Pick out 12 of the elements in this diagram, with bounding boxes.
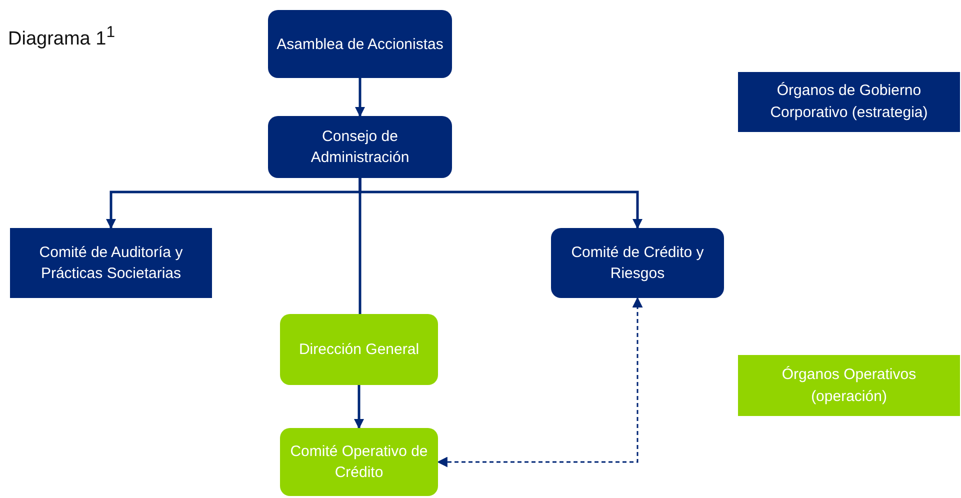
org-box: Asamblea de Accionistas (268, 10, 452, 78)
connector-arrow (354, 385, 364, 429)
connector-arrow (436, 296, 643, 468)
org-box: Comité Operativo de Crédito (280, 428, 438, 496)
org-box: Consejo de Administración (268, 116, 452, 178)
legend-text: Órganos Operativos (operación) (780, 364, 918, 406)
org-box: Dirección General (280, 314, 438, 385)
connector-arrow (355, 78, 365, 117)
org-box: Comité de Auditoría y Prácticas Societarias (10, 228, 212, 298)
diagram-title: Diagrama 1$^{1}$ (8, 24, 116, 50)
legend-text: Órganos de Gobierno Corporativo (estrategia) (769, 81, 929, 123)
org-box: Comité de Crédito y Riesgos (551, 228, 724, 298)
